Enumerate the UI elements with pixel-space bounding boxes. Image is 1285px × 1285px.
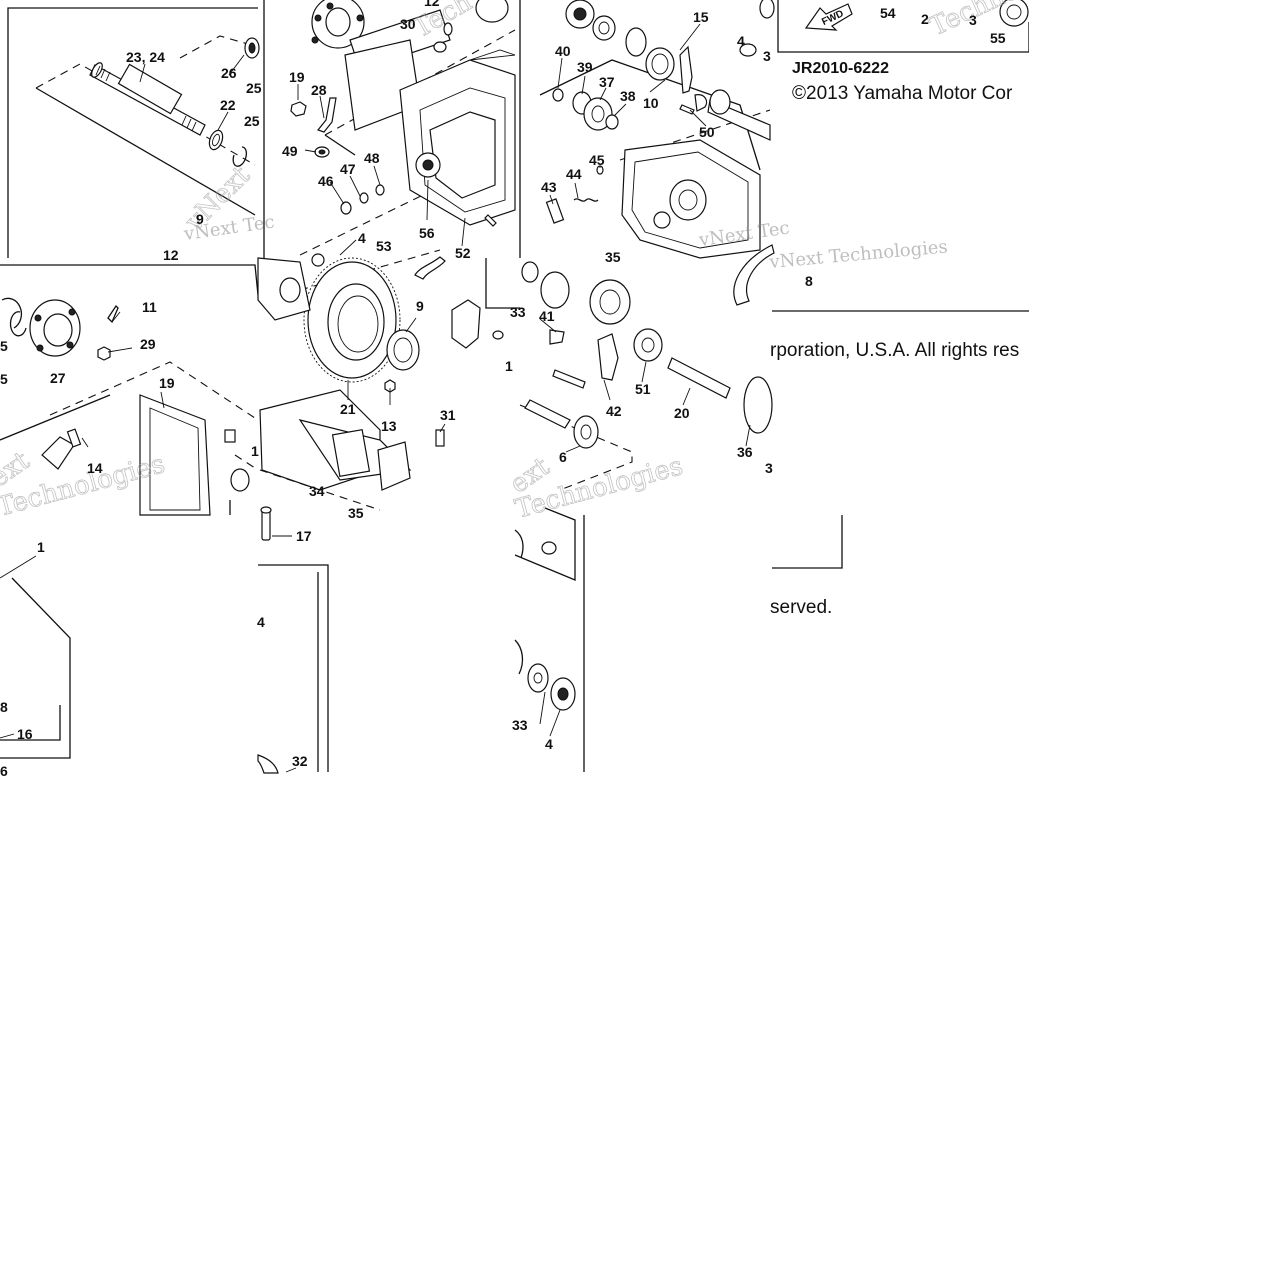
callout-label: 32 xyxy=(292,753,308,769)
callout-label: 50 xyxy=(699,124,715,140)
callout-label: 12 xyxy=(424,0,440,9)
axle-shaft-part xyxy=(89,37,260,167)
callout-label: 6 xyxy=(0,763,8,779)
callout-label: 48 xyxy=(364,150,380,166)
callout-label: 17 xyxy=(296,528,312,544)
callout-label: 9 xyxy=(196,211,204,227)
callout-label: 51 xyxy=(635,381,651,397)
callout-label: 41 xyxy=(539,308,555,324)
callout-label: 35 xyxy=(348,505,364,521)
leader-lines xyxy=(0,23,751,773)
callout-label: 45 xyxy=(589,152,605,168)
callout-label: 3 xyxy=(765,460,773,476)
callout-label: 8 xyxy=(0,699,8,715)
callout-numbers: 23, 24 26 25 22 25 9 12 30 12 19 28 49 4… xyxy=(0,0,1006,779)
callout-label: 35 xyxy=(605,249,621,265)
callout-label: 6 xyxy=(559,449,567,465)
callout-label: 29 xyxy=(140,336,156,352)
callout-label: 25 xyxy=(244,113,260,129)
callout-label: 26 xyxy=(221,65,237,81)
callout-label: 27 xyxy=(50,370,66,386)
lower-row-parts xyxy=(257,506,576,774)
callout-label: 4 xyxy=(358,230,366,246)
callout-label: 23, 24 xyxy=(126,49,165,65)
callout-label: 1 xyxy=(505,358,513,374)
callout-label: 39 xyxy=(577,59,593,75)
callout-label: 4 xyxy=(545,736,553,752)
callout-label: 15 xyxy=(693,9,709,25)
callout-label: 12 xyxy=(163,247,179,263)
callout-label: 3 xyxy=(763,48,771,64)
callout-label: 10 xyxy=(643,95,659,111)
copyright-text-line3: served. xyxy=(770,597,832,618)
callout-label: 34 xyxy=(309,483,325,499)
copyright-text-line1: ©2013 Yamaha Motor Cor xyxy=(792,83,1013,104)
callout-label: 52 xyxy=(455,245,471,261)
callout-label: 30 xyxy=(400,16,416,32)
callout-label: 1 xyxy=(251,443,259,459)
fwd-arrow-icon: FWD xyxy=(804,3,853,31)
copyright-text-line2: rporation, U.S.A. All rights res xyxy=(770,340,1019,361)
callout-label: 38 xyxy=(620,88,636,104)
callout-label: 47 xyxy=(340,161,356,177)
callout-label: 19 xyxy=(159,375,175,391)
callout-label: 22 xyxy=(220,97,236,113)
callout-label: 5 xyxy=(0,371,8,387)
callout-label: 40 xyxy=(555,43,571,59)
callout-label: 33 xyxy=(512,717,528,733)
callout-label: 19 xyxy=(289,69,305,85)
callout-label: 37 xyxy=(599,74,615,90)
callout-label: 46 xyxy=(318,173,334,189)
callout-label: 3 xyxy=(969,12,977,28)
differential-housing-part xyxy=(290,0,516,280)
tile-borders xyxy=(0,0,1030,772)
callout-label: 28 xyxy=(311,82,327,98)
callout-label: 44 xyxy=(566,166,582,182)
callout-label: 42 xyxy=(606,403,622,419)
callout-label: 14 xyxy=(87,460,103,476)
callout-label: 33 xyxy=(510,304,526,320)
callout-label: 9 xyxy=(416,298,424,314)
callout-label: 11 xyxy=(142,299,157,315)
callout-label: 49 xyxy=(282,143,298,159)
callout-label: 4 xyxy=(737,33,745,49)
callout-label: 4 xyxy=(257,614,265,630)
drawing-code: JR2010-6222 xyxy=(792,60,889,77)
callout-label: 16 xyxy=(17,726,33,742)
callout-label: 36 xyxy=(737,444,753,460)
callout-label: 8 xyxy=(805,273,813,289)
callout-label: 20 xyxy=(674,405,690,421)
callout-label: 13 xyxy=(381,418,397,434)
callout-label: 55 xyxy=(990,30,1006,46)
callout-label: 54 xyxy=(880,5,896,21)
callout-label: 5 xyxy=(0,338,8,354)
callout-label: 25 xyxy=(246,80,262,96)
callout-label: 31 xyxy=(440,407,456,423)
title-block: JR2010-6222 ©2013 Yamaha Motor Cor rpora… xyxy=(770,60,1019,618)
callout-label: 53 xyxy=(376,238,392,254)
tile-mask xyxy=(1029,0,1285,772)
callout-label: 21 xyxy=(340,401,356,417)
callout-label: 2 xyxy=(921,11,929,27)
watermark-text: vNext Technologies xyxy=(768,236,949,273)
callout-label: 1 xyxy=(37,539,45,555)
callout-label: 56 xyxy=(419,225,435,241)
callout-label: 43 xyxy=(541,179,557,195)
middle-row-parts xyxy=(1,257,773,555)
